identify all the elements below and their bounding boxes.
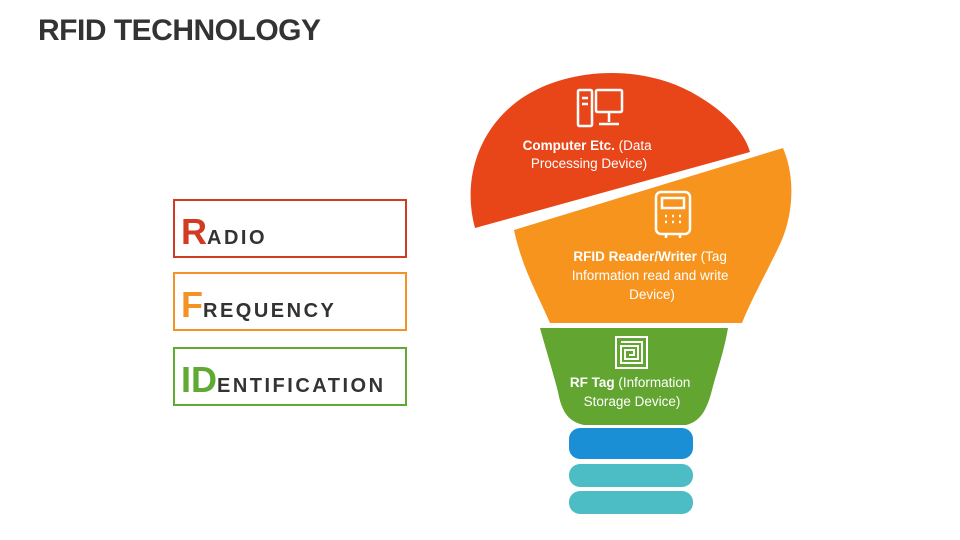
acronym-rest-radio: ADIO [207, 227, 267, 249]
bulb-base-band-3 [569, 491, 693, 514]
bottom-label-bold: RF Tag [570, 375, 615, 390]
middle-label-bold: RFID Reader/Writer [573, 249, 697, 264]
rfid-tag-icon [615, 336, 648, 369]
bulb-segment-top [470, 72, 750, 228]
card-reader-icon [654, 190, 692, 238]
bulb-segment-bottom [540, 328, 728, 425]
acronym-letter-r: R [181, 211, 207, 252]
middle-label-line2: Information read and write [572, 268, 729, 283]
middle-label-rest: (Tag [697, 249, 727, 264]
bulb-base-band-1 [569, 428, 693, 459]
acronym-letter-id: ID [181, 359, 217, 400]
top-label-rest: (Data [615, 138, 652, 153]
bulb-base-band-2 [569, 464, 693, 487]
acronym-box-frequency: FREQUENCY [173, 272, 407, 331]
top-label-bold: Computer Etc. [523, 138, 615, 153]
svg-text:RF Tag (Information Storag: RF Tag (Information Storage Device) [570, 375, 694, 409]
top-label-line2: Processing Device) [531, 156, 647, 171]
bottom-label-rest: (Information [615, 375, 691, 390]
acronym-box-radio: RADIO [173, 199, 407, 258]
middle-label-line3: Device) [629, 287, 675, 302]
page-title: RFID TECHNOLOGY [38, 14, 321, 47]
bottom-label-line2: Storage Device) [584, 394, 681, 409]
svg-text:Computer Etc. (Data Proces: Computer Etc. (Data Processing Device) [523, 138, 656, 171]
acronym-rest-identification: ENTIFICATION [217, 375, 386, 397]
acronym-letter-f: F [181, 284, 203, 325]
acronym-rest-frequency: REQUENCY [203, 300, 337, 322]
bulb-segment-middle [514, 148, 792, 323]
computer-monitor-icon [576, 88, 624, 128]
acronym-box-identification: IDENTIFICATION [173, 347, 407, 406]
svg-text:RFID Reader/Writer (Tag In: RFID Reader/Writer (Tag Information read… [572, 249, 733, 302]
